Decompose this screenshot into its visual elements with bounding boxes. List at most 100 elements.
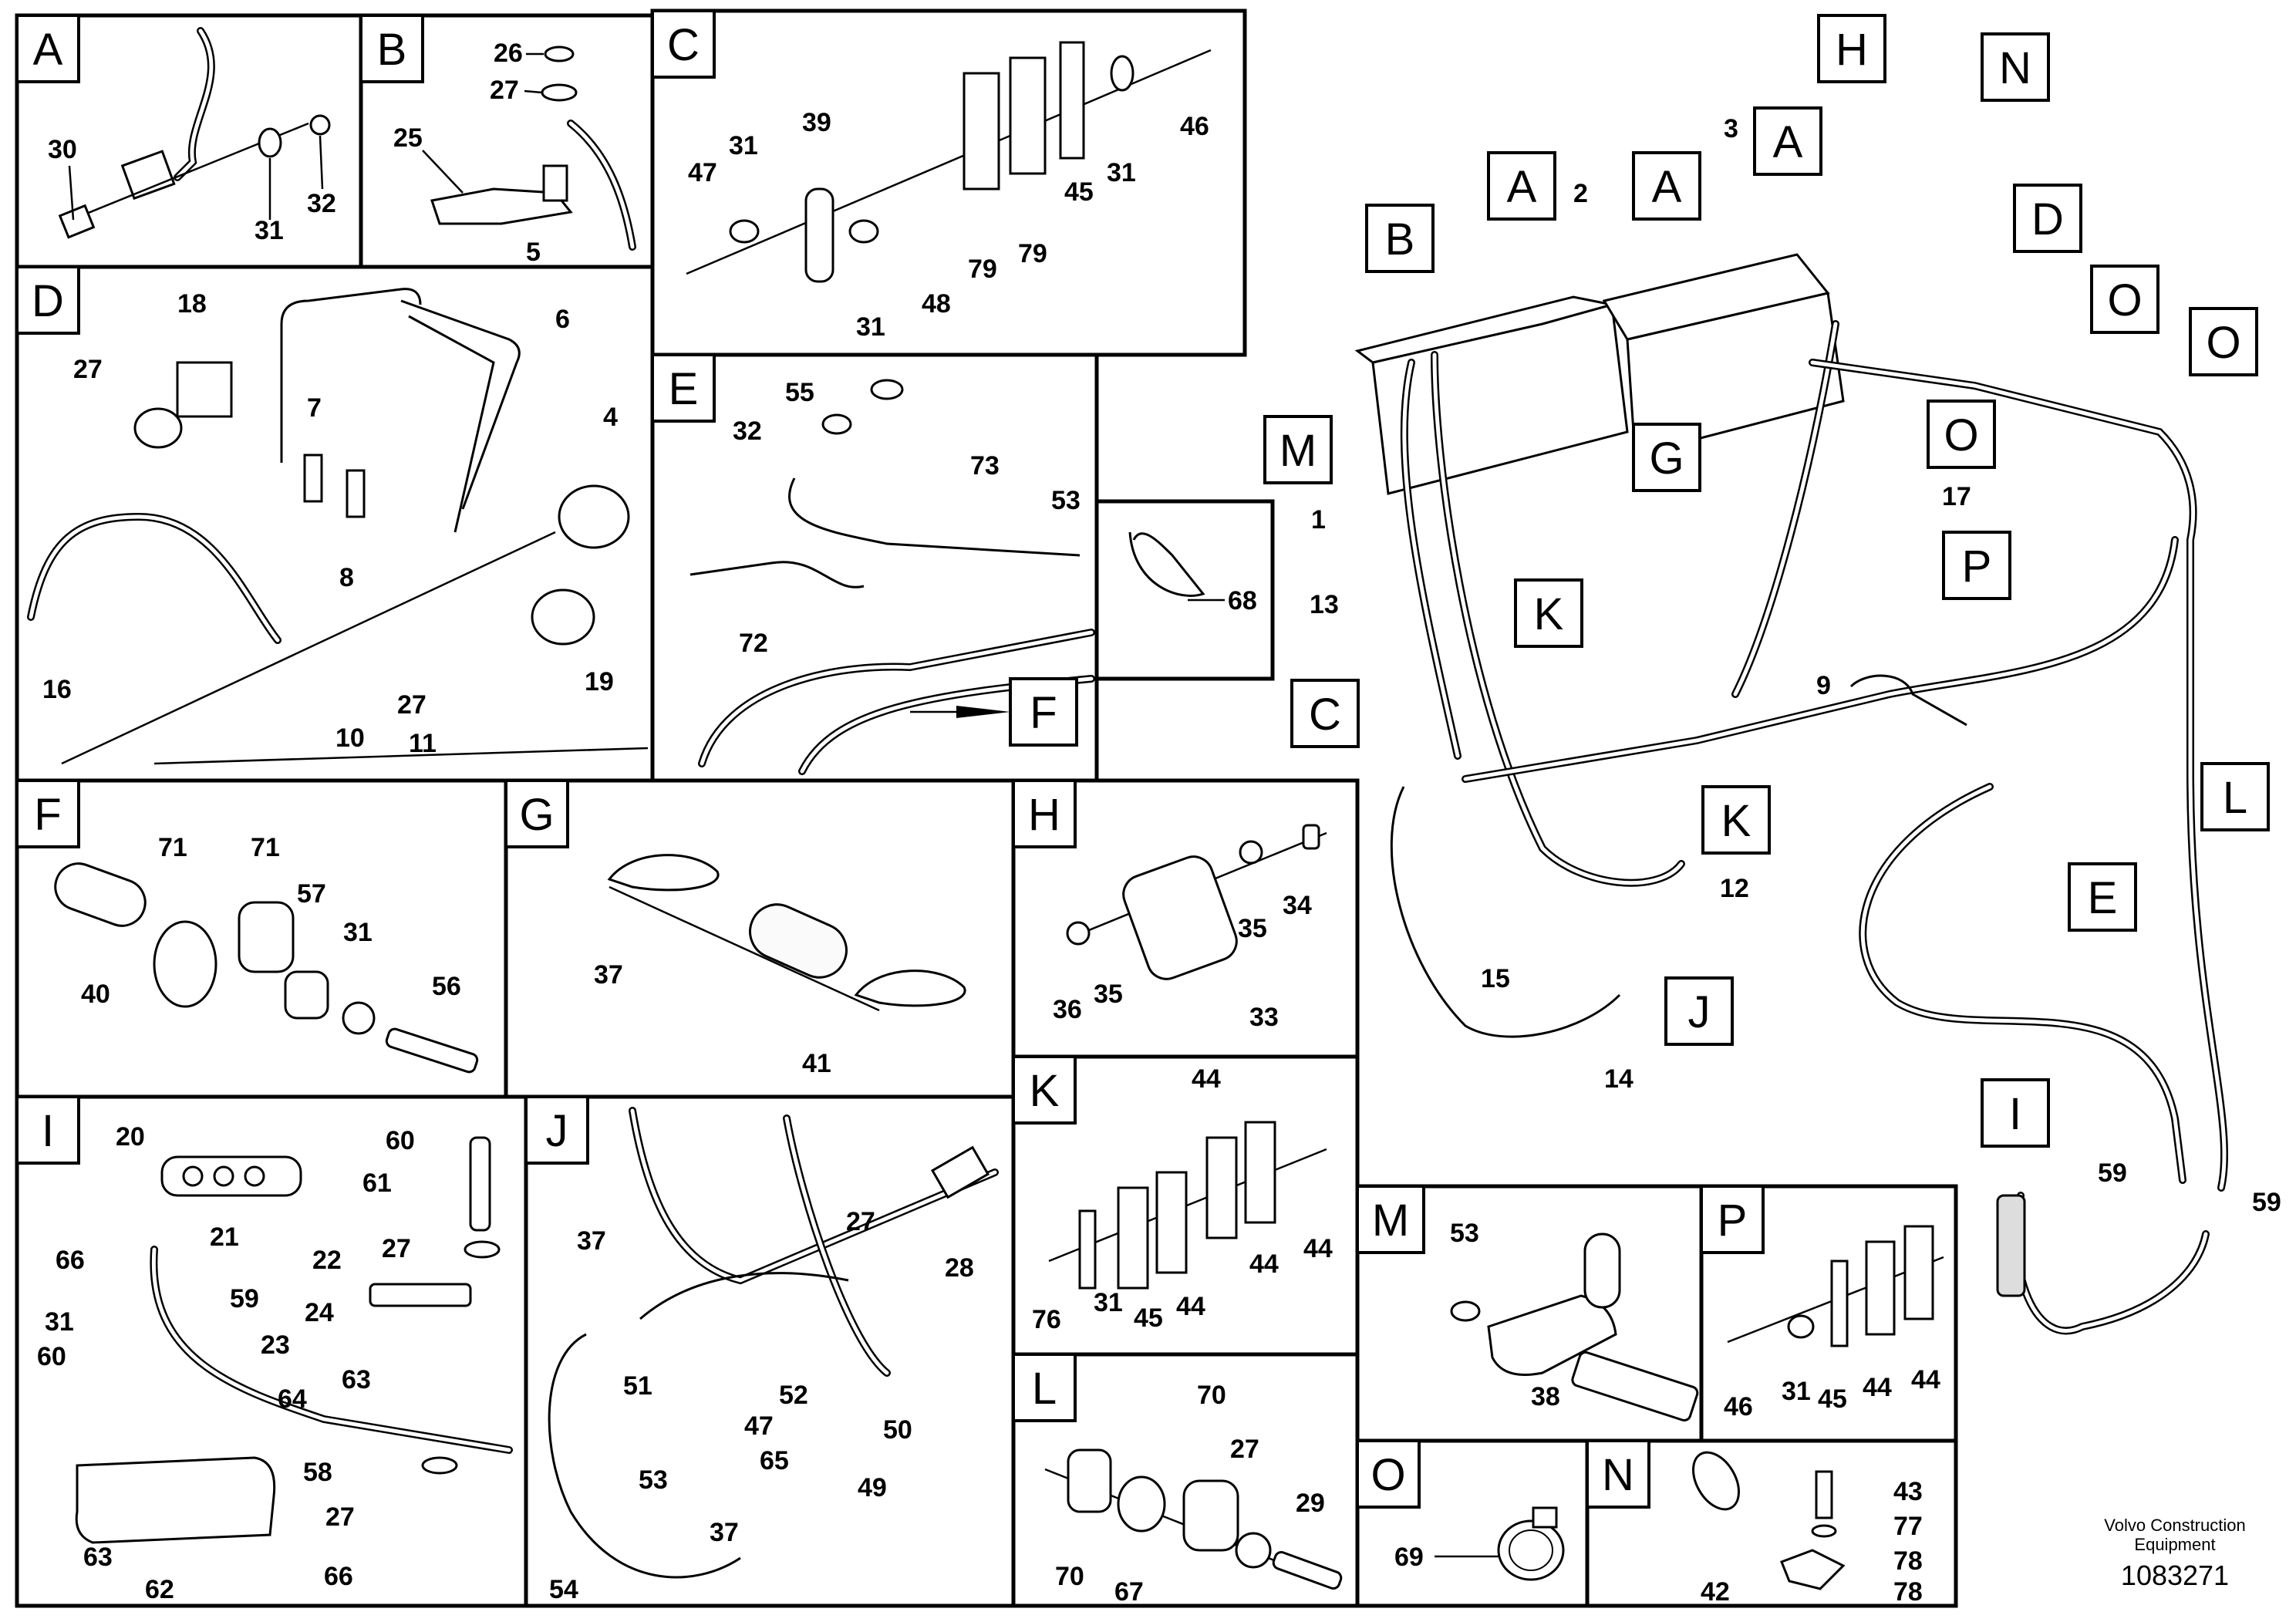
callout-d-27b: 27 [397,690,426,720]
panel-e: E 55 32 73 53 72 F 68 [651,353,1257,775]
callout-k-76: 76 [1032,1305,1061,1334]
callout-h-36: 36 [1053,995,1082,1024]
callout-i-21: 21 [210,1222,239,1252]
callout-k-44a: 44 [1192,1064,1221,1094]
callout-i-59: 59 [230,1284,259,1313]
callout-i-27: 27 [382,1234,411,1263]
callout-a-30: 30 [48,135,77,164]
main-tag-o1: O [2090,265,2159,334]
callout-m-38: 38 [1531,1382,1560,1411]
panel-p-tag: P [1718,1195,1748,1246]
main-tag-g: G [1632,423,1701,492]
callout-j-47: 47 [744,1411,774,1441]
callout-k-31: 31 [1094,1288,1123,1317]
main-tag-j: J [1664,976,1734,1046]
callout-j-51: 51 [623,1371,652,1401]
main-tag-h: H [1817,14,1886,83]
svg-text:P: P [1962,541,1992,592]
panel-a-tag: A [33,25,63,75]
callout-i-62: 62 [145,1575,174,1604]
callout-f-31: 31 [343,918,373,947]
panel-g: G 37 41 [504,779,966,1078]
callout-d-5: 5 [526,238,541,267]
panel-k-tag: K [1030,1066,1060,1116]
callout-c-47: 47 [688,158,717,187]
main-tag-k2: K [1701,785,1771,855]
callout-p-45: 45 [1818,1384,1847,1414]
callout-e-68: 68 [1228,586,1257,615]
panel-n: N 43 77 78 78 42 [1586,1439,1923,1607]
callout-c-39: 39 [802,108,831,137]
callout-e-53: 53 [1051,486,1081,515]
callout-main-12: 12 [1720,874,1749,903]
svg-text:O: O [1944,410,1978,460]
main-tag-b: B [1365,204,1435,273]
callout-main-15: 15 [1481,964,1510,993]
svg-text:I: I [2009,1089,2021,1139]
callout-i-58: 58 [303,1458,332,1487]
callout-i-60: 60 [386,1126,415,1155]
main-tag-i: I [1981,1078,2050,1148]
callout-c-48: 48 [922,289,951,319]
panel-c-tag: C [667,20,700,70]
callout-main-9: 9 [1816,671,1831,700]
callout-k-44d: 44 [1176,1292,1205,1321]
panel-j: J 27 28 37 51 52 47 65 53 50 49 37 54 [524,1095,999,1604]
panel-l-tag: L [1032,1364,1057,1414]
footer-drawing-number: 1083271 [2121,1560,2229,1591]
callout-i-23: 23 [261,1330,290,1360]
svg-text:N: N [1999,43,2031,93]
callout-a-32: 32 [307,189,336,218]
main-tag-n: N [1981,32,2050,102]
callout-j-65: 65 [760,1446,789,1475]
callout-i-66b: 66 [324,1562,353,1591]
callout-p-31: 31 [1782,1377,1811,1406]
callout-d-19: 19 [585,667,614,696]
callout-i-63: 63 [342,1365,371,1394]
panel-n-frame [1585,1438,1958,1608]
svg-text:A: A [1652,162,1682,212]
callout-p-44a: 44 [1863,1373,1892,1402]
panel-m-tag: M [1372,1195,1409,1246]
svg-text:G: G [1649,433,1684,484]
callout-j-37: 37 [577,1226,606,1256]
callout-main-17: 17 [1942,482,1971,511]
callout-main-3: 3 [1724,114,1738,143]
callout-g-37: 37 [594,960,623,990]
callout-n-77: 77 [1893,1512,1923,1541]
panel-c: C 47 31 39 31 48 79 79 45 31 46 [651,9,1212,342]
svg-text:C: C [1309,690,1341,740]
callout-c-31: 31 [729,131,758,160]
callout-j-37b: 37 [710,1518,739,1547]
callout-c-31c: 31 [1107,158,1136,187]
callout-j-27: 27 [846,1207,875,1236]
main-tag-l: L [2200,762,2270,831]
callout-d-11: 11 [409,729,437,758]
svg-text:O: O [2206,318,2240,368]
callout-main-13: 13 [1310,590,1339,619]
callout-d-4: 4 [603,403,618,432]
main-tag-e: E [2068,862,2137,932]
callout-f-56: 56 [432,972,461,1001]
callout-d-18: 18 [177,289,207,319]
callout-p-44b: 44 [1911,1365,1940,1394]
callout-i-22: 22 [312,1246,342,1275]
panel-h: H 34 35 36 35 33 [1012,779,1327,1032]
panel-d: D 18 27 5 6 7 8 4 16 10 27 11 19 [15,238,649,765]
panel-n-tag: N [1602,1450,1634,1500]
callout-d-16: 16 [42,675,72,704]
callout-i-60b: 60 [37,1342,66,1371]
callout-n-78a: 78 [1893,1546,1923,1576]
panel-g-tag: G [519,790,554,840]
callout-main-59a: 59 [2098,1158,2127,1188]
panel-j-tag: J [546,1106,568,1156]
callout-b-27: 27 [490,76,519,105]
callout-i-66: 66 [56,1246,85,1275]
callout-d-10: 10 [335,723,365,753]
svg-text:O: O [2107,275,2142,325]
main-tag-d: D [2013,184,2082,253]
callout-i-63b: 63 [83,1543,113,1572]
callout-d-6: 6 [555,305,570,334]
callout-c-79a: 79 [968,255,997,284]
callout-f-57: 57 [297,879,326,909]
